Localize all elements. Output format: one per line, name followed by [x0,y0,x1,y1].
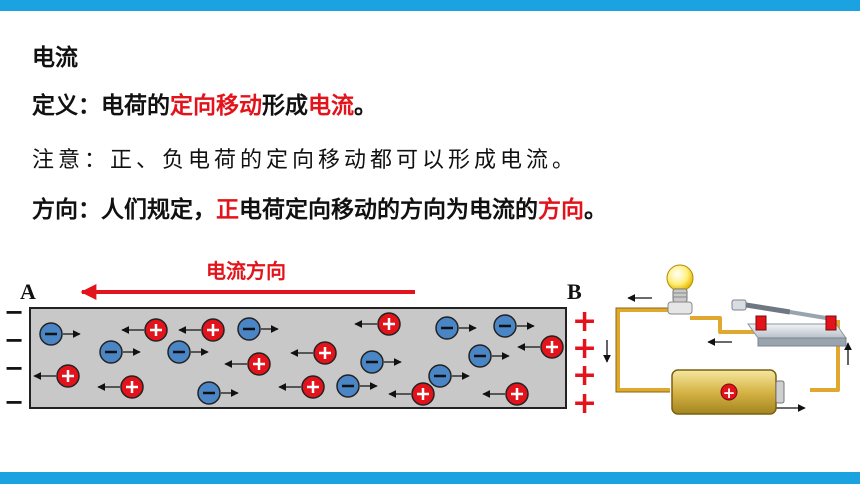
label-a: A [20,279,36,304]
note-text: 正、负电荷的定向移动都可以形成电流。 [110,148,579,173]
current-direction-label: 电流方向 [206,259,286,283]
note-label: 注意： [32,148,111,173]
definition-highlight-1: 定向移动 [170,93,262,119]
positive-charge [290,341,337,365]
positive-charge [517,335,564,359]
top-accent-bar [0,0,860,11]
negative-charge [197,381,239,405]
positive-charge [278,375,325,399]
negative-charge [493,314,535,338]
negative-charge [167,340,209,364]
positive-charge [482,382,529,406]
definition-text-2: 形成 [262,93,308,119]
battery-plus-sign: + [723,384,736,402]
minus-sign: − [4,298,24,326]
positive-charge [97,375,144,399]
negative-charge [435,316,477,340]
direction-end: 。 [584,197,607,223]
negative-charge [336,374,378,398]
positive-charge [388,382,435,406]
label-b: B [567,279,582,304]
direction-label: 方向： [32,197,101,223]
direction-text-1: 人们规定， [101,197,216,223]
definition-highlight-2: 电流 [308,93,354,119]
negative-charge [237,317,279,341]
plus-sign: + [572,304,597,339]
charge-particles [33,312,564,406]
minus-sign: − [4,388,24,416]
definition-line: 定义：电荷的定向移动形成电流。 [32,86,377,120]
direction-line: 方向：人们规定，正电荷定向移动的方向为电流的方向。 [32,190,607,224]
direction-highlight-2: 方向 [538,197,584,223]
plus-sign: + [572,331,597,366]
negative-charge [468,344,510,368]
definition-text-1: 电荷的 [101,93,170,119]
negative-charge [99,340,141,364]
plus-sign: + [572,386,597,421]
direction-text-2: 电荷定向移动的方向为电流的 [239,197,538,223]
heading: 电流 [32,45,78,71]
negative-charge [360,350,402,374]
definition-label: 定义： [32,93,101,119]
current-diagram: 电流方向 A B − − − − + + + + [4,259,852,421]
minus-sign: − [4,326,24,354]
light-bulb-icon [666,264,694,315]
negative-charge [39,322,81,346]
knife-switch-icon [731,299,847,347]
bottom-accent-bar [0,472,860,484]
positive-charge [33,364,80,388]
minus-sign: − [4,354,24,382]
battery-icon: + [671,369,785,415]
positive-charge [121,318,168,342]
positive-charge [354,312,401,336]
positive-charge [178,318,225,342]
negative-charge [428,364,470,388]
circuit-current-arrows [603,294,852,412]
plus-sign: + [572,358,597,393]
direction-highlight-1: 正 [216,197,239,223]
positive-charge [224,352,271,376]
definition-end: 。 [354,93,377,119]
note-line: 注意：正、负电荷的定向移动都可以形成电流。 [32,142,578,174]
